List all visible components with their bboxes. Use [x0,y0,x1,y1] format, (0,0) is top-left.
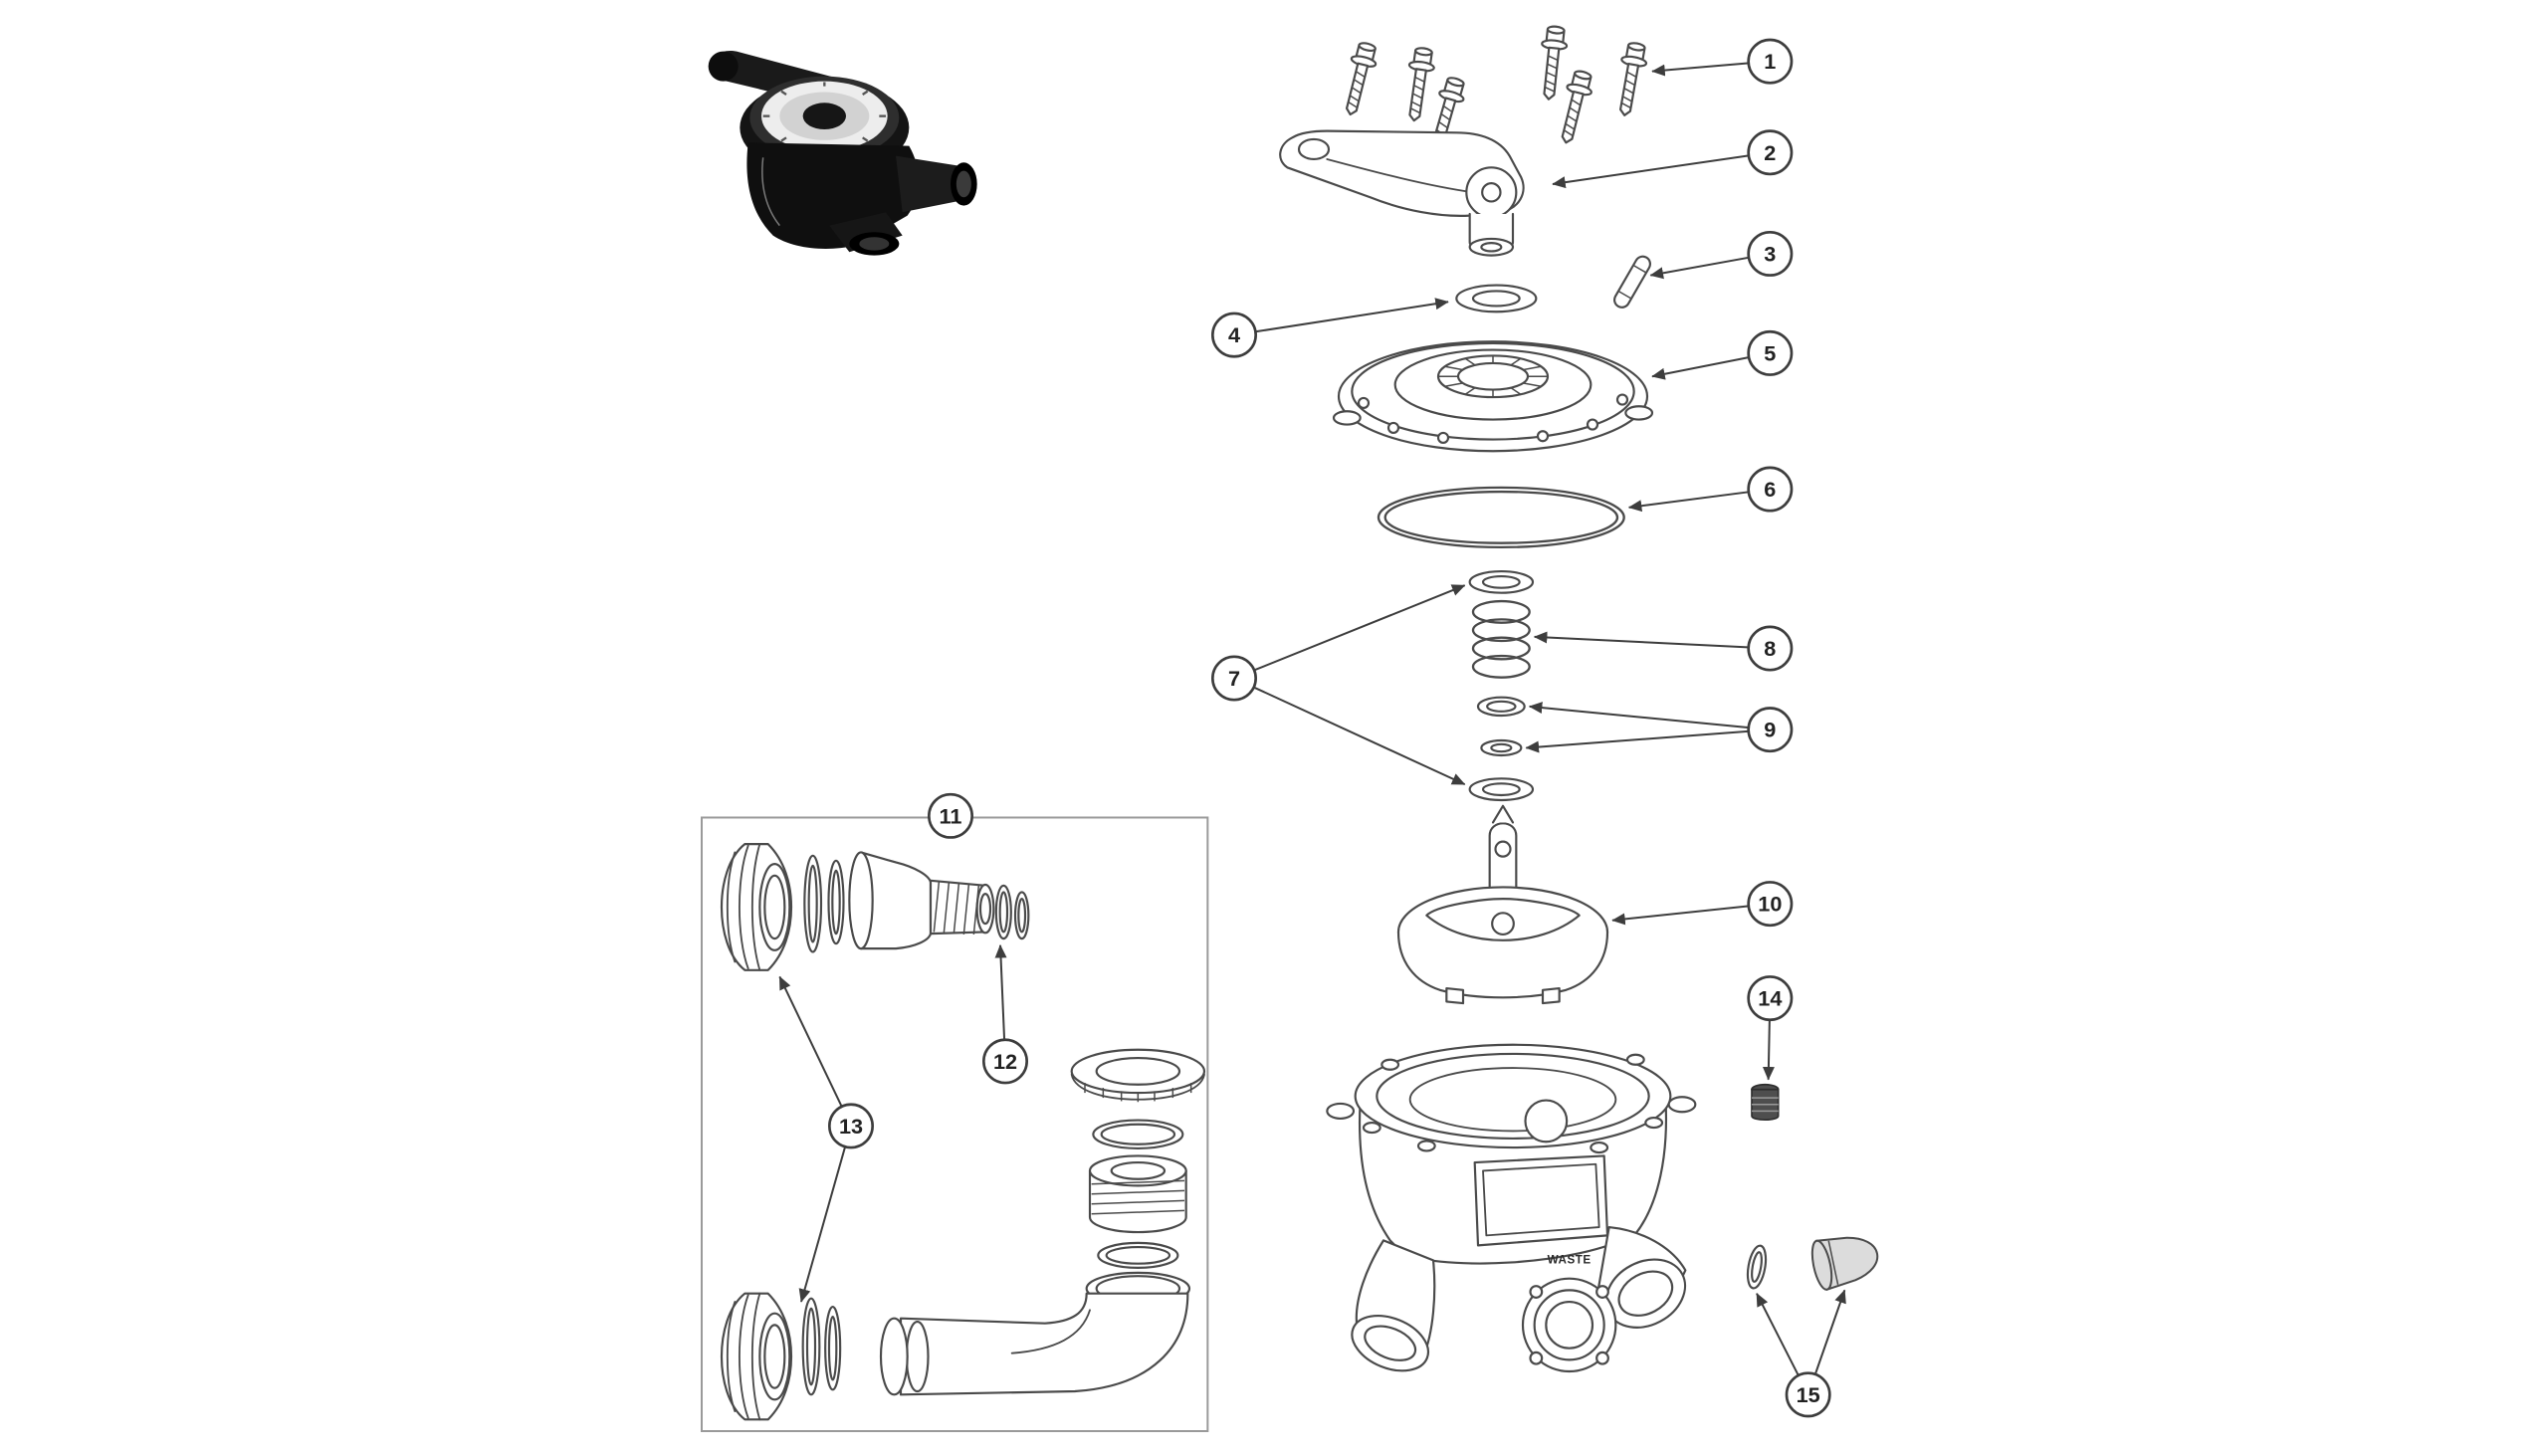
bolt [1535,24,1571,103]
spline-teeth [1438,355,1548,398]
callout-leader-1 [1651,62,1748,77]
callout-leader-9 [1528,702,1749,728]
product-photo [708,51,977,256]
svg-text:14: 14 [1758,986,1782,1011]
pipe-neck-ring [905,1320,930,1393]
bulkhead-oring-a [1092,1119,1184,1149]
tailpiece-part [848,851,995,950]
callout-leader-4 [1256,298,1449,333]
callout-8: 8 [1747,625,1794,672]
callout-7: 7 [1211,655,1257,702]
sightglass-oring-part [1746,1244,1768,1290]
bulkhead-oring-b [1097,1241,1179,1269]
callout-leader-7 [1254,584,1466,672]
callout-leader-15 [1756,1293,1800,1375]
callout-10: 10 [1747,881,1794,928]
svg-text:3: 3 [1764,242,1776,267]
callout-leader-7 [1254,687,1466,786]
bolt [1400,45,1438,123]
spring-part [1471,599,1531,679]
lid-oring-part [1377,486,1625,549]
callout-leader-12 [994,944,1007,1039]
pin-part [1613,255,1651,309]
callout-13: 13 [828,1103,874,1149]
svg-text:1: 1 [1764,49,1776,74]
bolt [1337,39,1381,119]
union-orings-top [803,854,845,953]
bulkhead-nut-part [1070,1048,1206,1103]
tail-orings [994,884,1030,940]
svg-text:11: 11 [940,803,962,828]
callout-leader-6 [1627,491,1749,513]
callout-5: 5 [1747,329,1794,376]
callout-leader-10 [1611,905,1749,926]
stack-washer-top [1468,569,1535,594]
svg-text:15: 15 [1797,1382,1820,1407]
drain-plug-part [1751,1083,1780,1121]
svg-text:9: 9 [1764,718,1776,742]
callout-11: 11 [928,792,973,839]
callout-leader-15 [1814,1289,1846,1374]
svg-text:4: 4 [1228,322,1240,347]
valve-body-part: WASTE [1326,1043,1697,1373]
svg-text:8: 8 [1764,636,1776,661]
callout-4: 4 [1211,312,1257,358]
callout-leader-8 [1533,631,1748,649]
adapter-part [1088,1154,1187,1234]
callout-leader-9 [1525,729,1748,753]
svg-text:13: 13 [839,1114,863,1139]
callout-15: 15 [1785,1371,1831,1418]
stack-washer-bottom [1468,777,1535,802]
bolt [1610,40,1651,119]
svg-text:12: 12 [993,1049,1017,1074]
callout-3: 3 [1747,230,1794,277]
callout-leader-5 [1651,356,1749,380]
washer-part [1455,284,1538,313]
svg-text:7: 7 [1228,666,1240,691]
svg-text:5: 5 [1764,341,1776,366]
callout-6: 6 [1747,466,1794,513]
callout-14: 14 [1747,975,1794,1022]
waste-label: WASTE [1548,1254,1592,1267]
elbow-part [879,1292,1189,1396]
callout-leader-13 [778,975,843,1107]
callout-1: 1 [1747,38,1794,85]
lid-part [1332,340,1654,453]
pipe-end-flange [879,1317,909,1396]
union-nut-bottom-part [720,1292,793,1421]
handle-part [1279,129,1525,257]
svg-text:6: 6 [1764,477,1776,502]
callout-9: 9 [1747,707,1794,753]
callout-leader-13 [798,1146,846,1303]
small-washer [1480,738,1523,757]
svg-text:2: 2 [1764,140,1776,165]
seal-stack-part [1468,569,1535,802]
lid-screws [1357,393,1629,444]
bolt [1553,68,1597,147]
sightglass-part [1810,1236,1879,1291]
union-orings-bottom [801,1297,842,1396]
callout-2: 2 [1747,129,1794,176]
callout-12: 12 [982,1038,1028,1085]
small-oring [1476,696,1526,718]
callout-leader-14 [1762,1020,1775,1081]
callout-leader-3 [1649,256,1749,280]
rotor-part [1396,804,1609,1005]
union-nut-top-part [720,843,793,971]
svg-text:10: 10 [1758,892,1782,917]
callout-leader-2 [1552,154,1749,189]
flange-lugs [1326,1053,1697,1154]
